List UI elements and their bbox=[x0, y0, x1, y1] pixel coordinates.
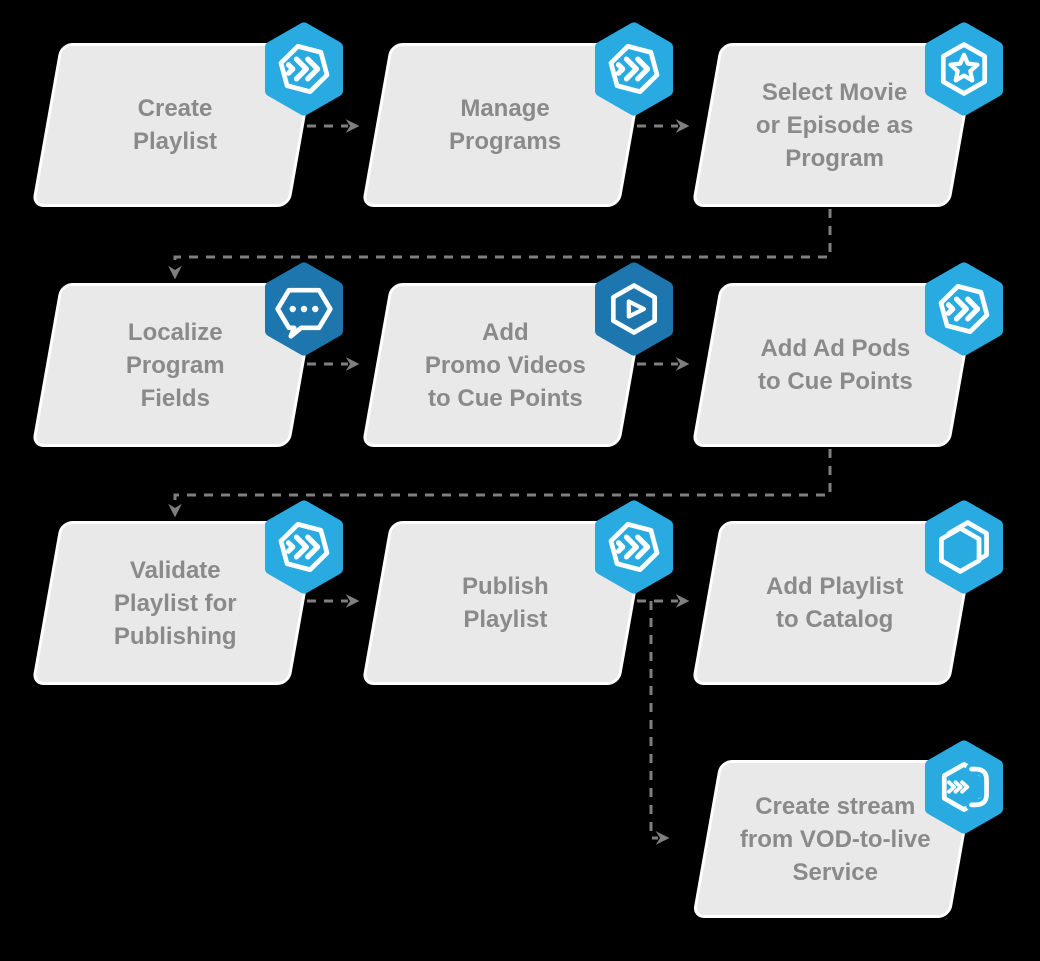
fast-forward-hexagon-icon bbox=[587, 22, 681, 116]
node-label: Localize Program Fields bbox=[125, 318, 225, 412]
fast-forward-hexagon-icon bbox=[257, 22, 351, 116]
node-label: Validate Playlist for Publishing bbox=[113, 556, 237, 650]
node-label: Add Playlist to Catalog bbox=[766, 573, 904, 633]
connector-add-ad-pods-to-validate bbox=[168, 449, 832, 518]
node-label: Create stream from VOD-to-live Service bbox=[739, 792, 931, 886]
fast-forward-hexagon-icon bbox=[587, 500, 681, 594]
node-label: Create Playlist bbox=[132, 95, 218, 155]
play-video-hexagon-icon bbox=[587, 262, 681, 356]
fast-forward-hexagon-icon bbox=[917, 262, 1011, 356]
star-hexagon-icon bbox=[917, 22, 1011, 116]
node-label: Add Promo Videos to Cue Points bbox=[424, 318, 586, 412]
connector-publish-to-vod-stream bbox=[649, 601, 670, 845]
node-label: Select Movie or Episode as Program bbox=[756, 78, 914, 172]
vod-to-live-loop-icon bbox=[917, 740, 1011, 834]
chat-bubble-icon bbox=[257, 262, 351, 356]
connector-select-movie-to-localize bbox=[168, 209, 832, 280]
node-label: Add Ad Pods to Cue Points bbox=[757, 335, 913, 395]
catalog-stack-icon bbox=[917, 500, 1011, 594]
fast-forward-hexagon-icon bbox=[257, 500, 351, 594]
node-label: Publish Playlist bbox=[461, 573, 549, 633]
node-label: Manage Programs bbox=[448, 95, 562, 155]
